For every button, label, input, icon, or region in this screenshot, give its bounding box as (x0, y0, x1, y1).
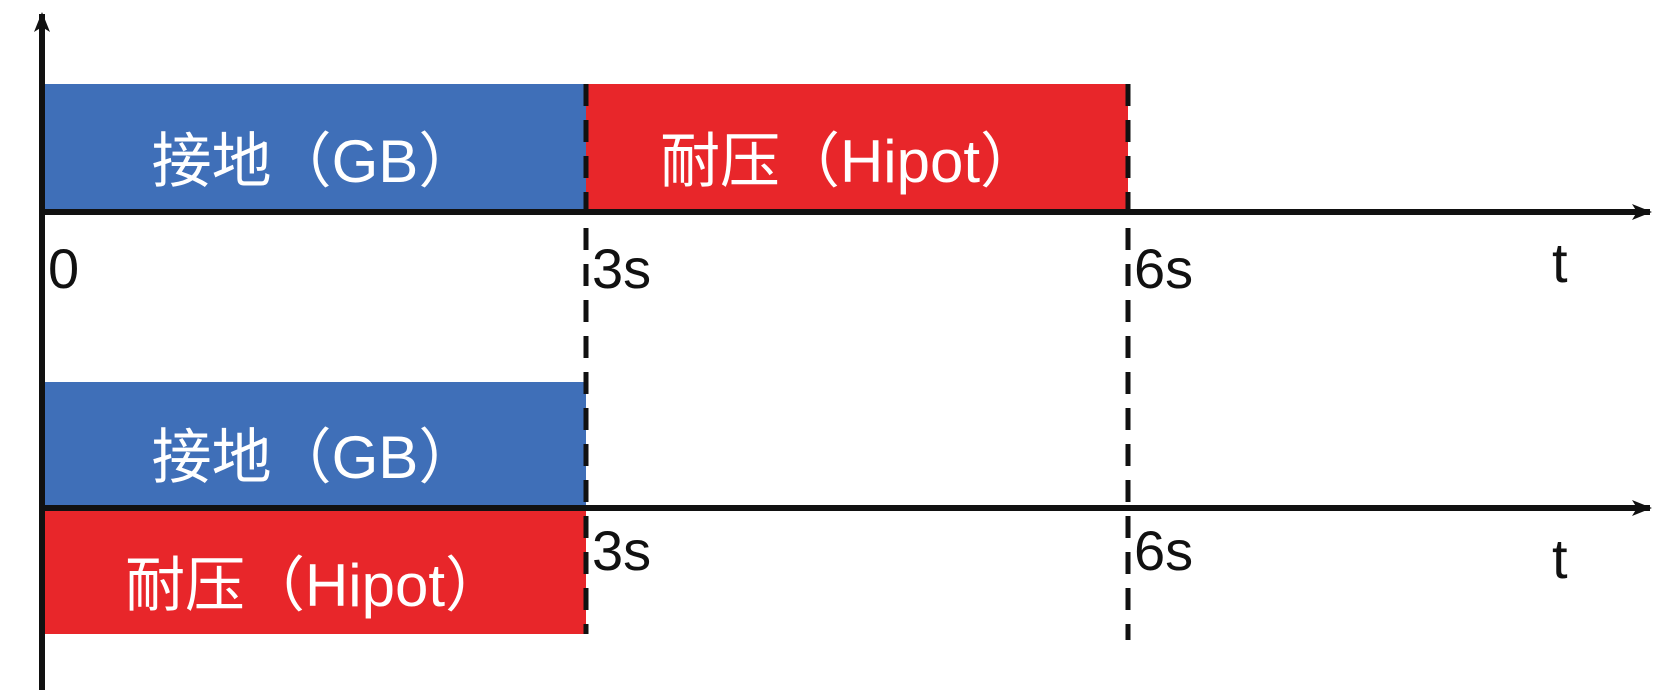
ground-bond-label-bottom: 接地（GB） (152, 424, 479, 491)
tick-6s-bottom: 6s (1134, 519, 1193, 582)
origin-label: 0 (48, 237, 79, 300)
tick-3s-bottom: 3s (592, 519, 651, 582)
hipot-label-bottom: 耐压（Hipot） (125, 552, 505, 619)
axis-label-t-bottom: t (1552, 527, 1568, 590)
tick-3s-top: 3s (592, 237, 651, 300)
tick-6s-top: 6s (1134, 237, 1193, 300)
axis-label-t-top: t (1552, 231, 1568, 294)
sequential-timeline: 接地（GB） 耐压（Hipot） 0 3s 6s t (40, 84, 1652, 300)
ground-bond-bar-top (44, 84, 586, 210)
simultaneous-timeline: 接地（GB） 耐压（Hipot） 3s 6s t (40, 382, 1652, 634)
ground-bond-bar-bottom (44, 382, 586, 506)
hipot-bar-top (586, 84, 1128, 210)
ground-bond-label-top: 接地（GB） (152, 128, 479, 195)
hipot-label-top: 耐压（Hipot） (660, 128, 1040, 195)
hipot-bar-bottom (44, 510, 586, 634)
